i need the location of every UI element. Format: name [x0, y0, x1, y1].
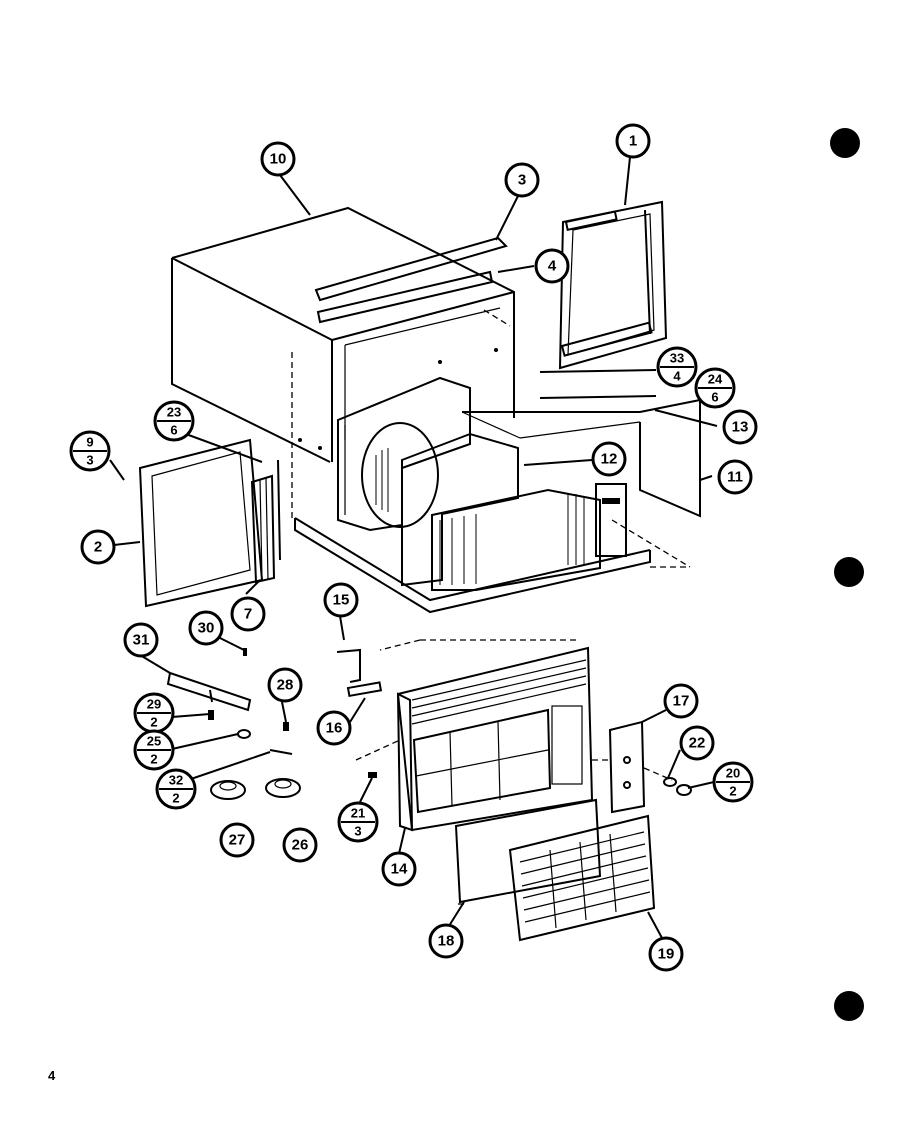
callout-23-6: 236 [153, 400, 195, 442]
svg-text:9: 9 [86, 435, 93, 450]
svg-text:4: 4 [673, 369, 681, 384]
svg-text:3: 3 [354, 824, 361, 839]
callout-15: 15 [323, 582, 359, 618]
callout-26: 26 [282, 827, 318, 863]
svg-text:2: 2 [729, 784, 736, 799]
callout-21-3: 213 [337, 801, 379, 843]
svg-text:11: 11 [727, 469, 743, 486]
air-filter [454, 798, 602, 904]
svg-text:4: 4 [548, 258, 557, 275]
svg-text:26: 26 [292, 837, 309, 854]
side-panel [461, 398, 701, 518]
svg-text:12: 12 [601, 451, 618, 468]
callout-3: 3 [504, 162, 540, 198]
callout-16: 16 [316, 710, 352, 746]
svg-text:10: 10 [270, 151, 287, 168]
evaporator-assembly [401, 432, 627, 591]
callout-32-2: 322 [155, 768, 197, 810]
svg-text:20: 20 [726, 766, 740, 781]
condenser-coil-assembly [337, 376, 471, 532]
callout-24-6: 246 [694, 367, 736, 409]
callout-7: 7 [230, 596, 266, 632]
callout-10: 10 [260, 141, 296, 177]
callout-4: 4 [534, 248, 570, 284]
base-pan [294, 517, 691, 614]
callout-14: 14 [381, 851, 417, 887]
svg-text:19: 19 [658, 946, 675, 963]
svg-text:27: 27 [229, 832, 246, 849]
svg-text:2: 2 [94, 539, 102, 556]
svg-text:21: 21 [351, 806, 365, 821]
svg-text:6: 6 [711, 390, 718, 405]
callout-20-2: 202 [712, 761, 754, 803]
svg-text:22: 22 [689, 735, 706, 752]
callout-25-2: 252 [133, 729, 175, 771]
control-panel-plate [608, 720, 646, 814]
svg-text:15: 15 [333, 592, 350, 609]
top-rail [314, 236, 508, 324]
svg-text:24: 24 [708, 372, 723, 387]
callout-17: 17 [663, 683, 699, 719]
front-grille [508, 814, 656, 942]
callout-22: 22 [679, 725, 715, 761]
left-window-frame [138, 438, 281, 608]
cabinet-wrapper [171, 206, 515, 520]
svg-text:17: 17 [673, 693, 690, 710]
svg-text:1: 1 [629, 133, 637, 150]
binder-hole-top [830, 128, 860, 158]
svg-text:16: 16 [326, 720, 343, 737]
callout-12: 12 [591, 441, 627, 477]
small-hardware [208, 648, 692, 800]
callout-28: 28 [267, 667, 303, 703]
page-number: 4 [48, 1068, 56, 1083]
mounting-bracket [166, 671, 252, 712]
callout-19: 19 [648, 936, 684, 972]
binder-hole-middle [834, 557, 864, 587]
callout-1: 1 [615, 123, 651, 159]
callout-18: 18 [428, 923, 464, 959]
callout-13: 13 [722, 409, 758, 445]
svg-text:14: 14 [391, 861, 408, 878]
front-grille-frame [396, 646, 594, 832]
svg-text:13: 13 [732, 419, 749, 436]
callout-2: 2 [80, 529, 116, 565]
svg-text:29: 29 [147, 697, 161, 712]
svg-text:31: 31 [133, 632, 150, 649]
svg-text:32: 32 [169, 773, 183, 788]
callout-9-3: 93 [69, 430, 111, 472]
callout-27: 27 [219, 822, 255, 858]
callout-11: 11 [717, 459, 753, 495]
svg-text:33: 33 [670, 351, 684, 366]
binder-hole-bottom [834, 991, 864, 1021]
callout-29-2: 292 [133, 692, 175, 734]
svg-text:6: 6 [170, 423, 177, 438]
assembly-guide-lines [355, 639, 673, 905]
svg-text:28: 28 [277, 677, 294, 694]
callout-leaders [109, 156, 718, 939]
svg-text:23: 23 [167, 405, 181, 420]
svg-text:7: 7 [244, 606, 252, 623]
callout-31: 31 [123, 622, 159, 658]
callout-30: 30 [188, 610, 224, 646]
svg-text:25: 25 [147, 734, 161, 749]
svg-text:3: 3 [86, 453, 93, 468]
svg-text:2: 2 [150, 715, 157, 730]
svg-text:30: 30 [198, 620, 215, 637]
svg-text:18: 18 [438, 933, 455, 950]
svg-text:2: 2 [150, 752, 157, 767]
right-window-frame [558, 200, 668, 370]
callout-33-4: 334 [656, 346, 698, 388]
svg-text:3: 3 [518, 172, 526, 189]
svg-text:2: 2 [172, 791, 179, 806]
